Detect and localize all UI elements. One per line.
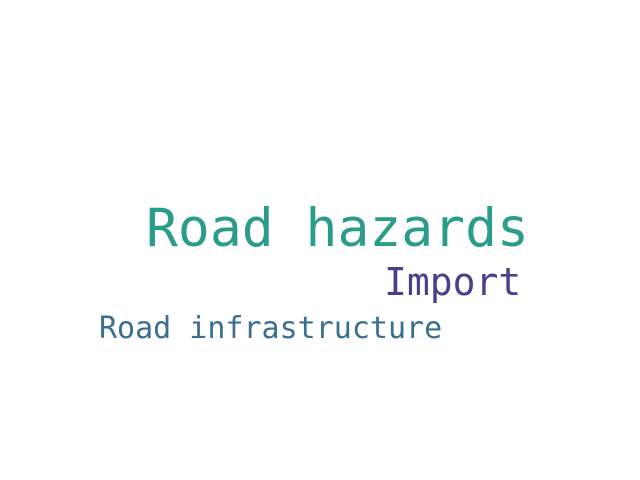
word-road-infrastructure: Road infrastructure <box>99 311 443 346</box>
word-import: Import <box>384 260 522 304</box>
word-road-hazards: Road hazards <box>146 198 529 259</box>
